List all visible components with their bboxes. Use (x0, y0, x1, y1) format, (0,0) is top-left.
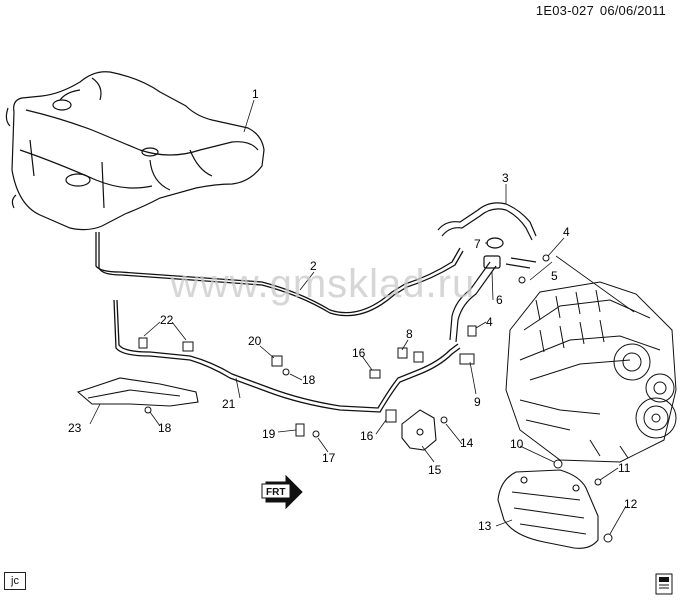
callout-5: 5 (551, 269, 558, 283)
diagram-id: 1E03-027 (535, 3, 594, 18)
callout-16b: 16 (360, 429, 374, 443)
callout-6: 6 (496, 293, 503, 307)
front-direction-arrow: FRT (261, 474, 303, 510)
callout-21: 21 (222, 397, 236, 411)
engine-block (505, 281, 677, 463)
callout-15: 15 (428, 463, 442, 477)
callout-4b: 4 (486, 315, 493, 329)
callout-17: 17 (322, 451, 336, 465)
callout-9: 9 (474, 395, 481, 409)
callout-2: 2 (310, 259, 317, 273)
callout-18b: 18 (158, 421, 172, 435)
diagram-date: 06/06/2011 (599, 3, 666, 18)
callout-13: 13 (478, 519, 492, 533)
leader-lines (89, 99, 635, 535)
callout-20: 20 (248, 334, 262, 348)
callout-19: 19 (262, 427, 276, 441)
callout-22: 22 (160, 313, 174, 327)
underbody-shield (76, 377, 199, 407)
fuel-return-pipe (113, 299, 461, 413)
fuel-tank (5, 71, 265, 231)
callout-23: 23 (68, 421, 82, 435)
callout-10: 10 (510, 437, 524, 451)
callout-3: 3 (502, 171, 509, 185)
fuel-line-assembly (437, 202, 537, 343)
callout-8: 8 (406, 327, 413, 341)
callout-4a: 4 (563, 225, 570, 239)
fuel-feed-pipe (95, 232, 464, 317)
bracket (401, 409, 437, 451)
callout-18a: 18 (302, 373, 316, 387)
engine-shield (497, 469, 599, 549)
callout-12: 12 (624, 497, 638, 511)
corner-badge: jc (4, 572, 26, 590)
callout-7: 7 (474, 237, 481, 251)
callout-16a: 16 (352, 346, 366, 360)
callout-11: 11 (618, 461, 631, 475)
document-icon (655, 573, 673, 595)
callout-14: 14 (460, 436, 474, 450)
callout-1: 1 (252, 87, 259, 101)
diagram-header: 1E03-027 06/06/2011 (536, 3, 666, 18)
small-parts (138, 254, 613, 543)
callout-labels: 1 2 3 4 4 5 6 7 8 9 10 11 12 13 14 15 16… (68, 87, 638, 533)
frt-label: FRT (266, 487, 285, 498)
